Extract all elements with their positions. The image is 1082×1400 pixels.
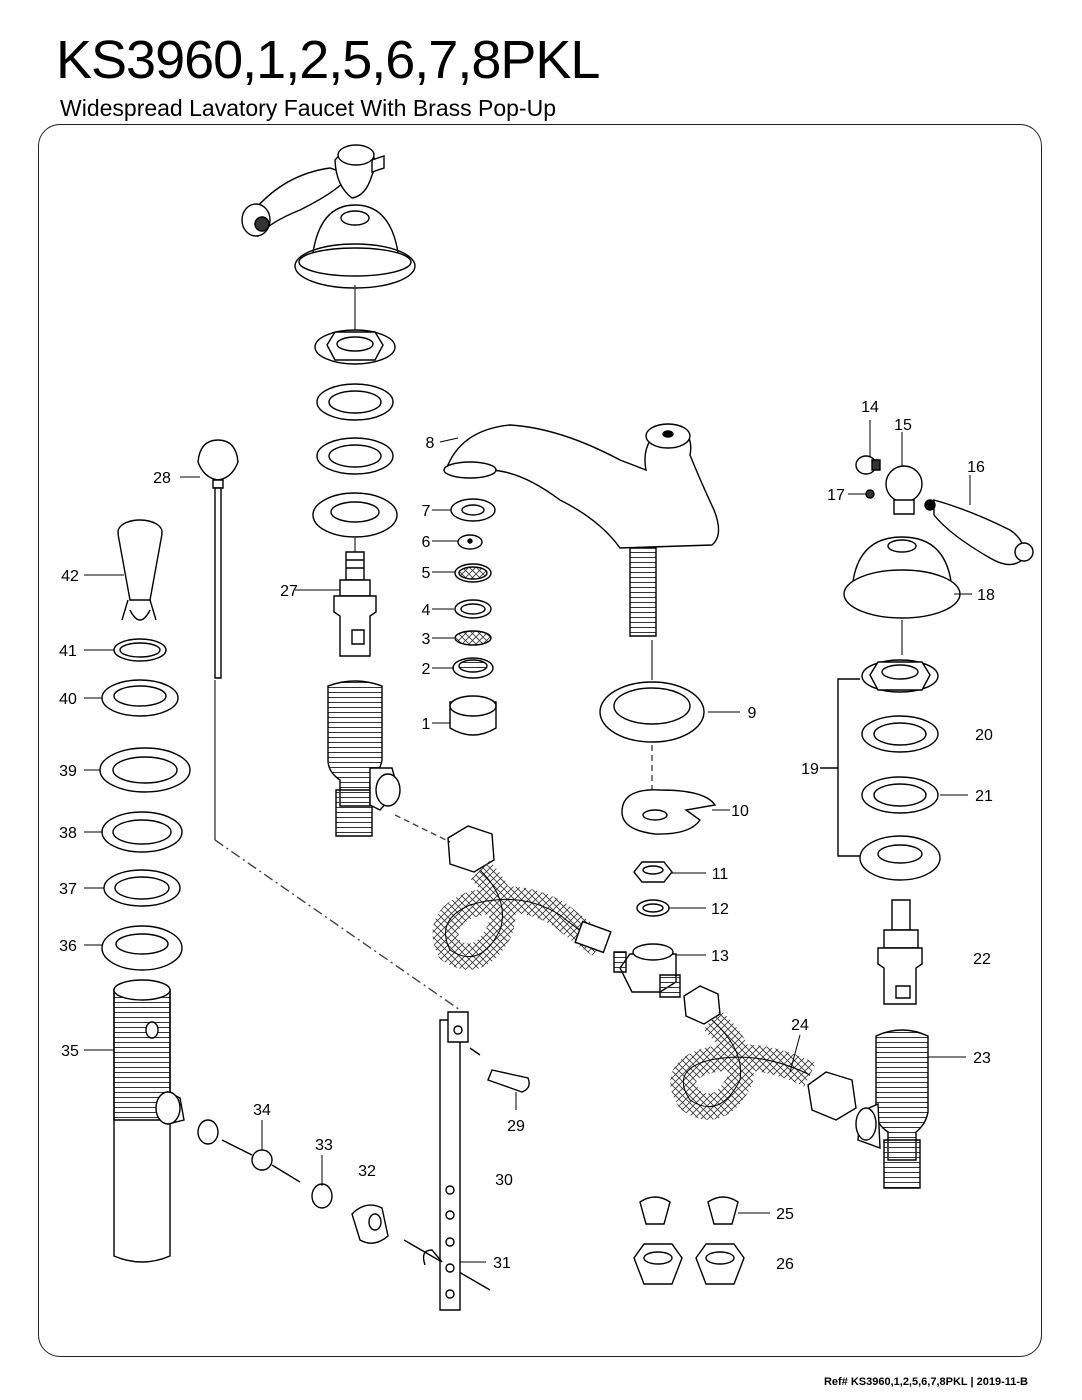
callout-labels: 1 2 3 4 5 6 7 8 9 10 11 12 13 14 15 16 1… [59,399,995,1273]
drain-body [114,980,184,1262]
callout-13: 13 [711,948,729,965]
callout-38: 38 [59,825,77,842]
callout-21: 21 [975,788,993,805]
left-flange-ring [313,493,397,537]
callout-16: 16 [967,459,985,476]
callout-7: 7 [422,503,431,520]
aerator-parts [450,499,496,735]
lift-rod [198,440,238,678]
callout-33: 33 [315,1137,333,1154]
right-stack [860,660,940,880]
pivot-rod-assembly [198,1120,490,1290]
callout-3: 3 [422,631,431,648]
callout-22: 22 [973,951,991,968]
callout-20: 20 [975,727,993,744]
callout-24: 24 [791,1017,809,1034]
diagram-frame [38,124,1042,1357]
callout-9: 9 [748,705,757,722]
callout-39: 39 [59,763,77,780]
right-valve-body [856,1030,928,1188]
callout-17: 17 [827,487,845,504]
callout-1: 1 [422,716,431,733]
reference-code: Ref# KS3960,1,2,5,6,7,8PKL | 2019-11-B [823,1376,1028,1388]
spout [444,424,719,636]
callout-31: 31 [493,1255,511,1272]
hose-left [446,826,611,957]
hose-right [683,986,856,1120]
page-title: KS3960,1,2,5,6,7,8PKL [56,30,600,90]
clevis-strap [424,1012,530,1310]
left-hex-nut [315,330,395,364]
callout-6: 6 [422,534,431,551]
callout-34: 34 [253,1102,271,1119]
right-handle-parts [856,456,1033,565]
left-lever-handle [242,145,384,236]
callout-30: 30 [495,1172,513,1189]
horseshoe-washer [622,790,715,834]
callout-35: 35 [61,1043,79,1060]
left-bell-cap [295,205,415,288]
callout-11: 11 [712,866,729,883]
callout-12: 12 [711,901,729,918]
page-subtitle: Widespread Lavatory Faucet With Brass Po… [60,95,556,121]
right-bell-cap [844,537,960,618]
leader-lines [84,420,972,1263]
callout-29: 29 [507,1118,525,1135]
left-valve-body [328,681,400,836]
left-washer-1 [317,384,393,420]
callout-18: 18 [977,587,995,604]
spout-nut-washer-tee [614,862,680,997]
callout-32: 32 [358,1163,376,1180]
callout-25: 25 [776,1206,794,1223]
pop-up-stopper [118,520,162,620]
callout-28: 28 [153,470,171,487]
callout-8: 8 [426,435,435,452]
callout-2: 2 [422,661,431,678]
callout-10: 10 [731,803,749,820]
callout-4: 4 [422,602,431,619]
callout-27: 27 [280,583,298,600]
callout-26: 26 [776,1256,794,1273]
callout-14: 14 [861,399,879,416]
left-cartridge [334,552,376,656]
compression-fittings [634,1197,744,1284]
callout-5: 5 [422,565,431,582]
callout-23: 23 [973,1050,991,1067]
spout-base-ring [600,682,704,742]
right-cartridge [878,900,922,1004]
callout-36: 36 [59,938,77,955]
drain-rings [100,639,190,970]
left-washer-2 [317,438,393,474]
callout-42: 42 [61,568,79,585]
callout-15: 15 [894,417,912,434]
callout-37: 37 [59,881,77,898]
callout-19: 19 [801,761,819,778]
callout-40: 40 [59,691,77,708]
callout-41: 41 [59,643,77,660]
